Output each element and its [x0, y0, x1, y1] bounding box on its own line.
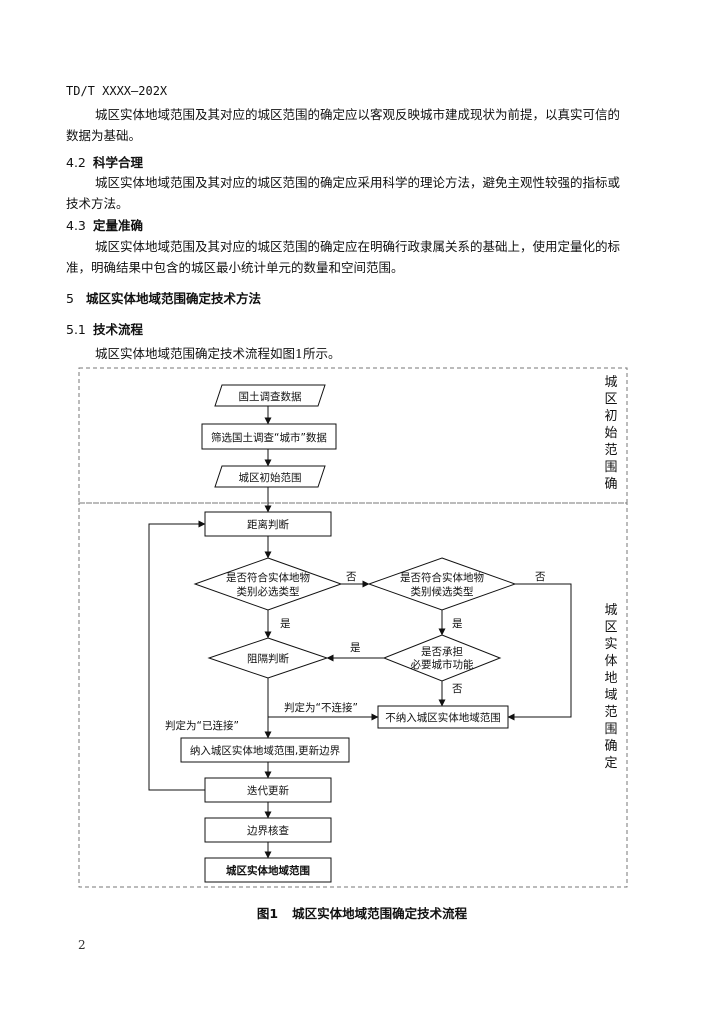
edge-label-yes: 是: [452, 618, 463, 630]
heading-5-1: 5.1 技术流程: [66, 319, 143, 338]
label-candidate-type-line2: 类别候选类型: [411, 585, 474, 598]
section-label-entity: 城 区 实 体 地 域 范 围 确 定: [604, 603, 617, 771]
label-initial-range: 城区初始范围: [239, 471, 302, 484]
node-include-update: [180, 737, 350, 763]
node-land-survey-data: [214, 384, 326, 407]
heading-title: 科学合理: [93, 155, 144, 170]
label-land-survey-data: 国土调查数据: [239, 390, 302, 403]
paragraph-line: 城区实体地域范围及其对应的城区范围的确定应采用科学的理论方法，避免主观性较强的指…: [95, 175, 621, 190]
label-filter-city: 筛选国土调查“城市”数据: [211, 431, 327, 444]
section-label-initial: 城 区 初 始 范 围 确 定: [604, 375, 617, 492]
section-label-char: 体: [604, 654, 617, 669]
paragraph-line: 准，明确结果中包含的城区最小统计单元的数量和空间范围。: [66, 260, 404, 275]
section-frame-initial: [78, 367, 628, 504]
heading-title: 定量准确: [93, 218, 144, 233]
heading-number: 4.2: [66, 155, 86, 170]
edge-label-connected: 判定为“已连接”: [165, 719, 239, 732]
page-number: 2: [78, 938, 86, 952]
figure-number: 图1: [256, 906, 279, 921]
label-required-type-line2: 类别必选类型: [237, 585, 300, 598]
node-candidate-type: [367, 557, 517, 611]
heading-title: 技术流程: [93, 322, 144, 337]
edge-label-no: 否: [346, 571, 357, 583]
section-label-char: 范: [604, 443, 617, 458]
paragraph-4-1: 城区实体地域范围及其对应的城区范围的确定应以客观反映城市建成现状为前提，以真实可…: [66, 104, 638, 146]
section-label-char: 始: [604, 426, 617, 441]
heading-title: 城区实体地域范围确定技术方法: [86, 291, 262, 306]
heading-5: 5 城区实体地域范围确定技术方法: [66, 288, 261, 307]
label-obstacle-check: 阻隔判断: [247, 652, 289, 665]
node-city-function: [382, 634, 502, 682]
section-label-char: 初: [604, 409, 617, 424]
heading-number: 5: [66, 291, 74, 306]
section-label-char: 地: [604, 671, 617, 686]
flowchart-connectors: [148, 406, 572, 859]
section-frame-entity: [78, 502, 628, 888]
paragraph-4-2: 城区实体地域范围及其对应的城区范围的确定应采用科学的理论方法，避免主观性较强的指…: [66, 172, 638, 214]
section-label-char: 定: [604, 756, 617, 771]
section-label-char: 确: [604, 477, 617, 492]
section-label-char: 域: [604, 688, 617, 703]
paragraph-line: 城区实体地域范围及其对应的城区范围的确定应在明确行政隶属关系的基础上，使用定量化…: [95, 239, 621, 254]
paragraph-line: 城区实体地域范围及其对应的城区范围的确定应以客观反映城市建成现状为前提，以真实可…: [95, 107, 621, 122]
figure-caption: 图1 城区实体地域范围确定技术流程: [0, 903, 724, 922]
paragraph-4-3: 城区实体地域范围及其对应的城区范围的确定应在明确行政隶属关系的基础上，使用定量化…: [66, 236, 638, 278]
label-distance-check: 距离判断: [247, 518, 289, 531]
edge-label-yes: 是: [280, 618, 291, 630]
edge-label-yes: 是: [350, 642, 361, 654]
heading-number: 4.3: [66, 218, 86, 233]
label-result: 城区实体地域范围: [226, 864, 310, 877]
edge-label-no: 否: [535, 571, 546, 583]
node-required-type: [193, 557, 343, 611]
node-initial-range: [214, 465, 326, 488]
label-boundary-check: 边界核查: [247, 824, 289, 837]
label-city-function-line1: 是否承担: [421, 646, 463, 658]
section-label-char: 区: [604, 620, 617, 635]
label-candidate-type-line1: 是否符合实体地物: [400, 571, 484, 584]
node-result: [204, 857, 332, 883]
section-label-char: 实: [604, 637, 617, 652]
section-label-char: 城: [604, 375, 617, 390]
section-label-char: 范: [604, 705, 617, 720]
section-label-char: 围: [604, 460, 617, 475]
node-iterate: [204, 777, 332, 803]
flowchart-intro: 城区实体地域范围确定技术流程如图1所示。: [95, 346, 341, 361]
figure-title: 城区实体地域范围确定技术流程: [292, 906, 468, 921]
section-label-char: 确: [604, 739, 617, 754]
label-iterate: 迭代更新: [247, 784, 289, 797]
label-include-update: 纳入城区实体地域范围,更新边界: [190, 744, 341, 757]
heading-4-3: 4.3 定量准确: [66, 215, 143, 234]
label-city-function-line2: 必要城市功能: [411, 658, 474, 671]
label-required-type-line1: 是否符合实体地物: [226, 571, 310, 584]
node-filter-city: [201, 423, 337, 450]
edge-label-not-connected: 判定为“不连接”: [284, 701, 358, 714]
edge-label-no: 否: [452, 683, 463, 695]
heading-number: 5.1: [66, 322, 86, 337]
section-label-char: 围: [604, 722, 617, 737]
heading-4-2: 4.2 科学合理: [66, 152, 143, 171]
document-code: TD/T XXXX—202X: [66, 84, 168, 98]
section-label-char: 城: [604, 603, 617, 618]
paragraph-line: 数据为基础。: [66, 128, 142, 143]
section-label-char: 区: [604, 392, 617, 407]
label-exclude: 不纳入城区实体地域范围: [385, 711, 501, 724]
paragraph-line: 技术方法。: [66, 196, 129, 211]
